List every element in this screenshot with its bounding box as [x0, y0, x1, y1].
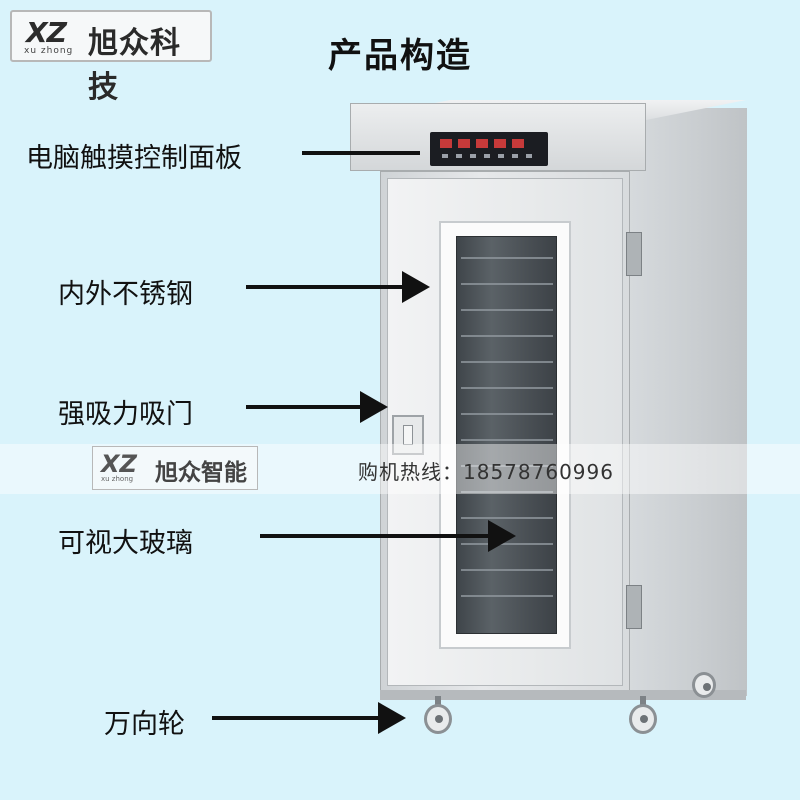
- display-digit: [458, 139, 470, 148]
- caster-mount: [435, 696, 441, 710]
- caster-wheel: [424, 704, 452, 734]
- page-title: 产品构造: [328, 36, 472, 76]
- label-glass: 可视大玻璃: [58, 528, 193, 559]
- label-control-panel: 电脑触摸控制面板: [26, 143, 242, 174]
- tray-rail: [461, 335, 553, 337]
- pointer-line-casters: [212, 716, 380, 720]
- panel-button: [442, 154, 448, 158]
- arrow-magnetic-door-icon: [360, 391, 388, 423]
- panel-button: [512, 154, 518, 158]
- tray-rail: [461, 283, 553, 285]
- tray-rail: [461, 439, 553, 441]
- panel-button: [498, 154, 504, 158]
- watermark-mark-subtext: xu zhong: [101, 475, 134, 483]
- tray-rail: [461, 309, 553, 311]
- watermark-logo: XZ xu zhong 旭众智能: [92, 446, 258, 490]
- panel-button: [456, 154, 462, 158]
- machine-side-panel: [628, 108, 747, 696]
- logo-mark-subtext: xu zhong: [24, 46, 74, 56]
- label-stainless-steel: 内外不锈钢: [58, 279, 193, 310]
- door-hinge: [626, 585, 642, 629]
- arrow-glass-icon: [488, 520, 516, 552]
- label-magnetic-door: 强吸力吸门: [58, 399, 193, 430]
- logo-mark-icon: XZ xu zhong: [24, 16, 82, 56]
- hotline-text: 购机热线：18578760996: [358, 460, 614, 484]
- tray-rail: [461, 257, 553, 259]
- tray-rail: [461, 387, 553, 389]
- tray-rail: [461, 569, 553, 571]
- door-hinge: [626, 232, 642, 276]
- display-digit: [476, 139, 488, 148]
- pointer-line-glass: [260, 534, 490, 538]
- panel-button: [526, 154, 532, 158]
- pointer-line-magnetic-door: [246, 405, 362, 409]
- caster-wheel: [629, 704, 657, 734]
- window-glass: [456, 236, 557, 634]
- tray-rail: [461, 595, 553, 597]
- brand-name: 旭众科技: [88, 26, 181, 105]
- tray-rail: [461, 465, 553, 467]
- logo-mark-text: XZ: [26, 16, 67, 49]
- control-panel-display: [430, 132, 548, 166]
- tray-rail: [461, 517, 553, 519]
- pointer-line-stainless-steel: [246, 285, 404, 289]
- arrow-stainless-steel-icon: [402, 271, 430, 303]
- panel-button: [470, 154, 476, 158]
- tray-rail: [461, 413, 553, 415]
- watermark-mark-text: XZ: [101, 450, 137, 478]
- arrow-casters-icon: [378, 702, 406, 734]
- display-digit: [494, 139, 506, 148]
- label-casters: 万向轮: [104, 709, 185, 740]
- caster-wheel: [692, 672, 716, 698]
- tray-rail: [461, 361, 553, 363]
- display-digit: [440, 139, 452, 148]
- pointer-line-control-panel: [302, 151, 420, 155]
- caster-mount: [640, 696, 646, 710]
- brand-logo: XZ xu zhong 旭众科技: [10, 10, 212, 105]
- display-digit: [512, 139, 524, 148]
- panel-button: [484, 154, 490, 158]
- machine-base: [380, 690, 746, 700]
- tray-rail: [461, 491, 553, 493]
- watermark-brand-name: 旭众智能: [155, 460, 247, 486]
- door-handle: [392, 415, 424, 455]
